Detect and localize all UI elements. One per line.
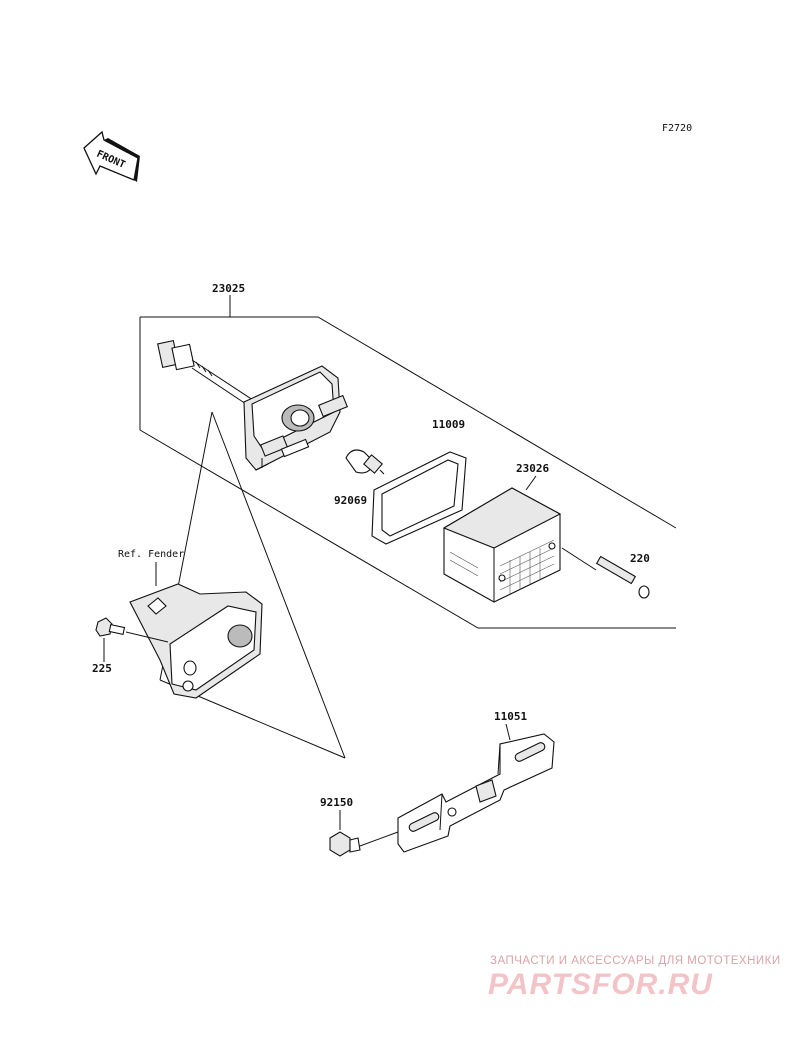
tail-light-housing <box>243 365 349 471</box>
watermark-tagline: ЗАПЧАСТИ И АКСЕССУАРЫ ДЛЯ МОТОТЕХНИКИ <box>490 955 781 967</box>
bolt-225 <box>95 617 169 643</box>
part-label-225: 225 <box>92 662 112 675</box>
part-label-23025: 23025 <box>212 282 245 295</box>
lens <box>442 475 562 603</box>
license-bracket <box>397 733 555 853</box>
fender-bracket <box>129 583 263 699</box>
bolt-92150 <box>329 831 399 857</box>
bulb <box>345 449 385 475</box>
front-arrow-icon: FRONT <box>83 130 140 182</box>
part-label-220: 220 <box>630 552 650 565</box>
gasket <box>371 451 467 545</box>
part-label-92150: 92150 <box>320 796 353 809</box>
part-label-92069: 92069 <box>334 494 367 507</box>
part-label-23026: 23026 <box>516 462 549 475</box>
ref-fender-label: Ref. Fender <box>118 549 184 560</box>
diagram-code: F2720 <box>662 123 692 134</box>
screw-220 <box>561 547 650 599</box>
wire-connector <box>157 339 257 409</box>
part-label-11051: 11051 <box>494 710 527 723</box>
part-label-11009: 11009 <box>432 418 465 431</box>
watermark-logo: PARTSFOR.RU <box>488 968 713 1001</box>
